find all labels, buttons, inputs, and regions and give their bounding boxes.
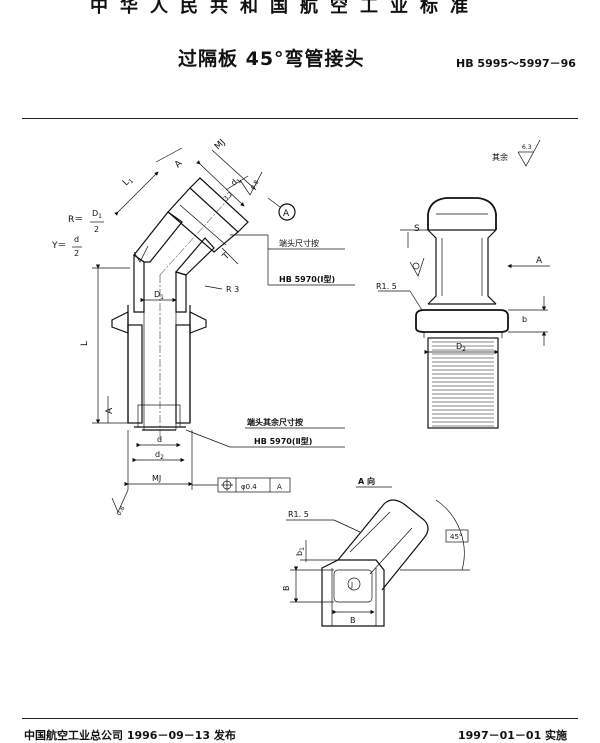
label-D1: D1	[154, 290, 164, 301]
footer-effective: 1997－01－01 实施	[458, 729, 568, 742]
label-R-D1: D1	[92, 209, 102, 220]
label-S: S	[414, 224, 420, 234]
section-view	[92, 147, 355, 513]
label-T: T	[220, 251, 232, 263]
note-end-rest: 端头其余尺寸按	[247, 417, 303, 427]
top-rule	[22, 118, 578, 119]
drawing-labels: A MJ L1 d1 0.8 3.2 A R＝ D1 2 Y＝ d 2 T 端头…	[51, 138, 543, 625]
label-MJ-top: MJ	[213, 138, 227, 152]
outside-view	[378, 139, 550, 429]
label-Y-eq: Y＝	[51, 241, 67, 251]
label-Y-two: 2	[74, 249, 79, 258]
footer-issued: 中国航空工业总公司 1996－09－13 发布	[24, 729, 236, 742]
page-title: 过隔板 45°弯管接头	[178, 48, 365, 70]
label-B-side: B	[282, 586, 291, 592]
label-R15-right: R1. 5	[376, 282, 397, 291]
standard-header: 中华人民共和国航空工业标准	[90, 0, 480, 17]
standard-number: HB 5995～5997－96	[456, 57, 576, 70]
note-end-size-1: 端头尺寸按	[279, 238, 319, 248]
label-d: d	[157, 435, 162, 444]
label-MJ-lower: MJ	[152, 474, 161, 483]
label-roughness-08-top: 0.8	[250, 179, 261, 191]
label-D2: D2	[456, 342, 466, 353]
label-Y-d: d	[74, 235, 79, 244]
label-R-eq: R＝	[68, 215, 83, 225]
label-A-top: A	[173, 158, 185, 170]
label-J: J	[350, 581, 353, 589]
bottom-rule	[22, 718, 578, 719]
label-R3: R 3	[226, 285, 239, 294]
label-position-tolerance: φ0.4	[241, 483, 257, 491]
label-view-A: A 向	[358, 476, 375, 486]
label-roughness-other: 其余	[492, 152, 508, 162]
label-roughness-63: 6.3	[522, 144, 532, 151]
label-roughness-32: 3.2	[222, 191, 234, 203]
label-R15-lower: R1. 5	[288, 510, 309, 519]
label-L: L	[80, 341, 90, 346]
label-d2: d2	[155, 450, 164, 461]
label-b: b	[522, 315, 527, 324]
label-datum: A	[277, 483, 282, 491]
label-R-two: 2	[94, 225, 99, 234]
label-A-lower: A	[105, 407, 115, 414]
label-B-bottom: B	[350, 616, 356, 625]
label-L1: L1	[121, 175, 135, 189]
note-end-std-1: HB 5970(Ⅰ型)	[279, 274, 335, 284]
label-b1: b1	[295, 547, 306, 556]
label-circle-A: A	[283, 209, 290, 219]
label-d1: d1	[229, 175, 243, 189]
view-a	[286, 486, 470, 627]
label-A-arrow: A	[536, 256, 543, 266]
label-roughness-08-lower: 0.8	[116, 505, 127, 517]
label-angle-45: 45°	[450, 533, 462, 541]
note-end-std-2: HB 5970(Ⅱ型)	[254, 436, 312, 446]
